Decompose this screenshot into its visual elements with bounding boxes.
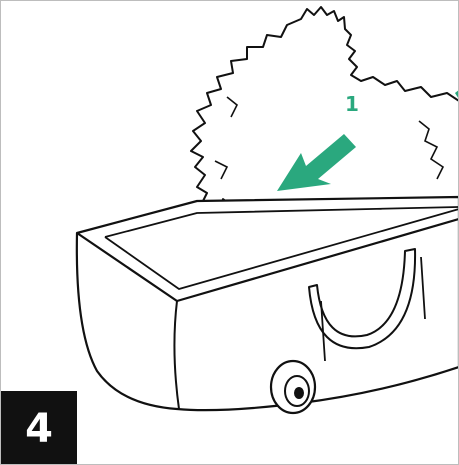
step-number-badge: 4: [1, 391, 77, 465]
arrow-label: 1: [345, 92, 359, 116]
wheel-hub: [294, 387, 304, 399]
step-number: 4: [25, 409, 53, 449]
